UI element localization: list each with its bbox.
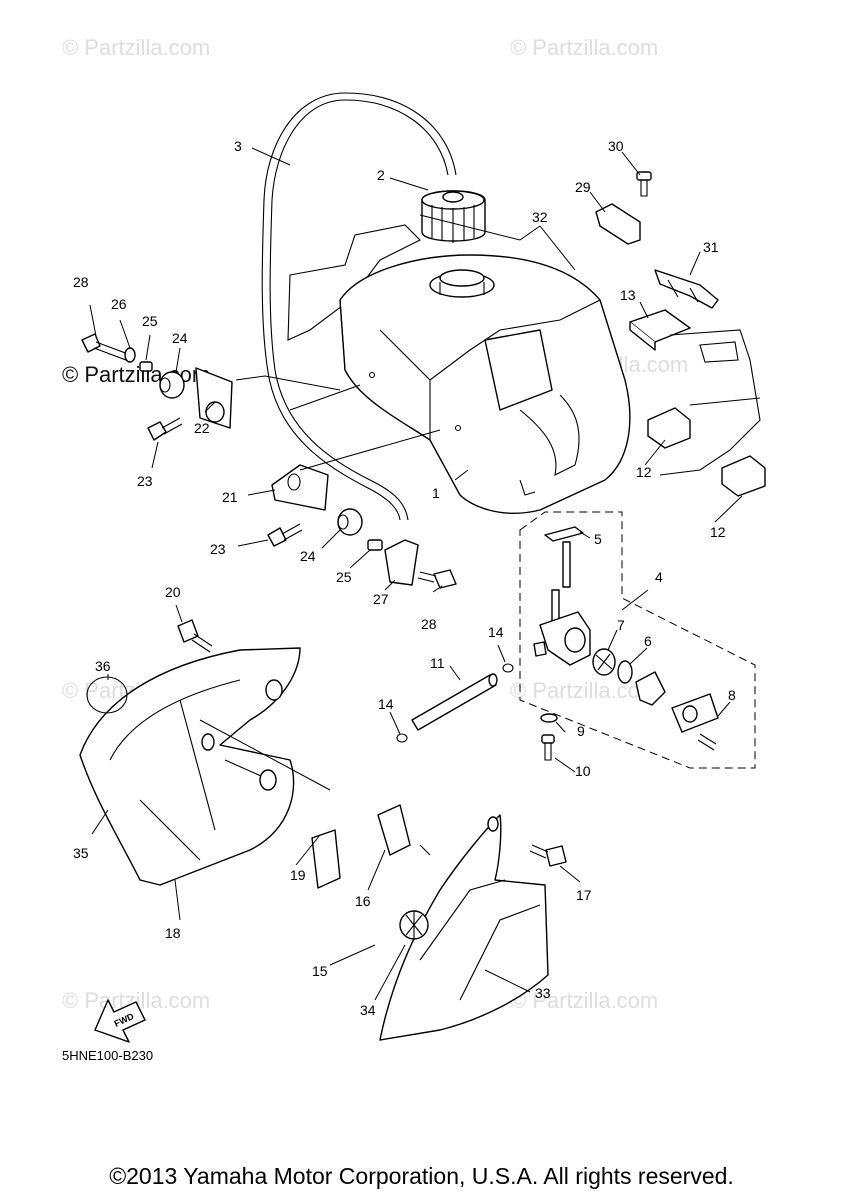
fuel-cock-assembly-outline: [519, 511, 756, 769]
callout-28-lower: 28: [421, 616, 437, 632]
callout-7: 7: [617, 617, 625, 633]
callout-11: 11: [430, 655, 445, 671]
washer-26: [124, 347, 136, 363]
damper-12-upper: [647, 407, 691, 449]
breather-hose: [261, 92, 457, 521]
callout-25-upper: 25: [142, 313, 158, 329]
fuel-cock-body: [533, 541, 591, 666]
callout-28-upper: 28: [73, 274, 89, 290]
callout-3: 3: [234, 138, 242, 154]
callout-14-lower: 14: [378, 696, 394, 712]
callout-8: 8: [728, 687, 736, 703]
screw-10: [541, 734, 555, 761]
callout-36: 36: [95, 658, 111, 674]
callout-12-lower: 12: [710, 524, 726, 540]
copyright-notice: ©2013 Yamaha Motor Corporation, U.S.A. A…: [109, 1163, 734, 1189]
o-ring-6: [617, 660, 633, 684]
callout-15: 15: [312, 963, 328, 979]
watermark-bottom-right: © Partzilla.com: [510, 988, 658, 1013]
callout-12-upper: 12: [636, 464, 652, 480]
callout-33: 33: [535, 985, 551, 1001]
callout-19: 19: [290, 867, 306, 883]
callout-5: 5: [594, 531, 602, 547]
callout-24-lower: 24: [300, 548, 316, 564]
callout-26: 26: [111, 296, 127, 312]
damper-12-lower: [721, 455, 766, 497]
callout-1: 1: [432, 485, 440, 501]
bolt-28-lower: [417, 569, 457, 589]
callout-2: 2: [377, 167, 385, 183]
emblem-36: [86, 676, 128, 714]
bracket-21: [271, 464, 329, 511]
damper-19: [311, 829, 341, 889]
watermark-top-right: © Partzilla.com: [510, 35, 658, 60]
fuel-cap: [421, 190, 486, 243]
callout-18: 18: [165, 925, 181, 941]
bolt-20: [177, 619, 213, 653]
clip-14-upper: [502, 663, 514, 673]
collar-25-lower: [367, 539, 383, 551]
callout-23-upper: 23: [137, 473, 153, 489]
callout-31: 31: [703, 239, 719, 255]
callout-34: 34: [360, 1002, 376, 1018]
callout-9: 9: [577, 723, 585, 739]
side-cover-15: [379, 814, 549, 1041]
bolt-28-upper: [81, 333, 129, 361]
forward-arrow: FWD: [94, 999, 146, 1043]
callout-6: 6: [644, 633, 652, 649]
callout-25-lower: 25: [336, 569, 352, 585]
radiator-shroud-18: [79, 647, 301, 886]
collar-25-upper: [139, 361, 153, 372]
callout-13: 13: [620, 287, 636, 303]
callout-14-upper: 14: [488, 624, 504, 640]
callout-17: 17: [576, 887, 592, 903]
clamp-27: [384, 539, 419, 586]
callout-21: 21: [222, 489, 238, 505]
lever-7: [592, 648, 616, 676]
watermark-top-left: © Partzilla.com: [62, 35, 210, 60]
callout-10: 10: [575, 763, 591, 779]
callout-30: 30: [608, 138, 624, 154]
bracket-22: [195, 367, 233, 429]
fuel-tank-decal-left: [287, 224, 421, 341]
clip-31: [654, 269, 719, 309]
callout-16: 16: [355, 893, 371, 909]
clip-14-lower: [396, 733, 408, 743]
bolt-23-lower: [267, 523, 303, 547]
damper-24-upper: [159, 371, 185, 399]
callouts: 1 2 3 4 5 6 7 8 9 10 11 12 12 13 14 14 1…: [73, 138, 736, 1018]
watermark-strong: © Partzilla.com: [62, 362, 210, 387]
callout-35: 35: [73, 845, 89, 861]
bracket-29: [595, 203, 641, 245]
damper-24-lower: [337, 508, 363, 536]
damper-16: [377, 804, 411, 856]
gasket-5: [544, 526, 584, 542]
fuel-pipe-11: [411, 673, 498, 731]
callout-29: 29: [575, 179, 591, 195]
bolt-23-upper: [147, 417, 183, 441]
bolt-17: [529, 844, 567, 867]
washer-9: [540, 713, 558, 723]
callout-32: 32: [532, 209, 548, 225]
frame-section: [659, 329, 761, 476]
callout-20: 20: [165, 584, 181, 600]
callout-4: 4: [655, 569, 663, 585]
damper-13: [629, 309, 691, 351]
callout-24-upper: 24: [172, 330, 188, 346]
plate-with-screw-8: [671, 693, 719, 751]
bolt-30: [636, 171, 652, 197]
watermark-mid-right: © Partzilla.com: [510, 678, 658, 703]
fuel-tank: [339, 254, 631, 514]
callout-27: 27: [373, 591, 389, 607]
callout-23-lower: 23: [210, 541, 226, 557]
diagram-code: 5HNE100-B230: [62, 1048, 153, 1063]
leader-lines: [89, 147, 743, 1001]
callout-22: 22: [194, 420, 210, 436]
wave-washer: [635, 671, 666, 706]
